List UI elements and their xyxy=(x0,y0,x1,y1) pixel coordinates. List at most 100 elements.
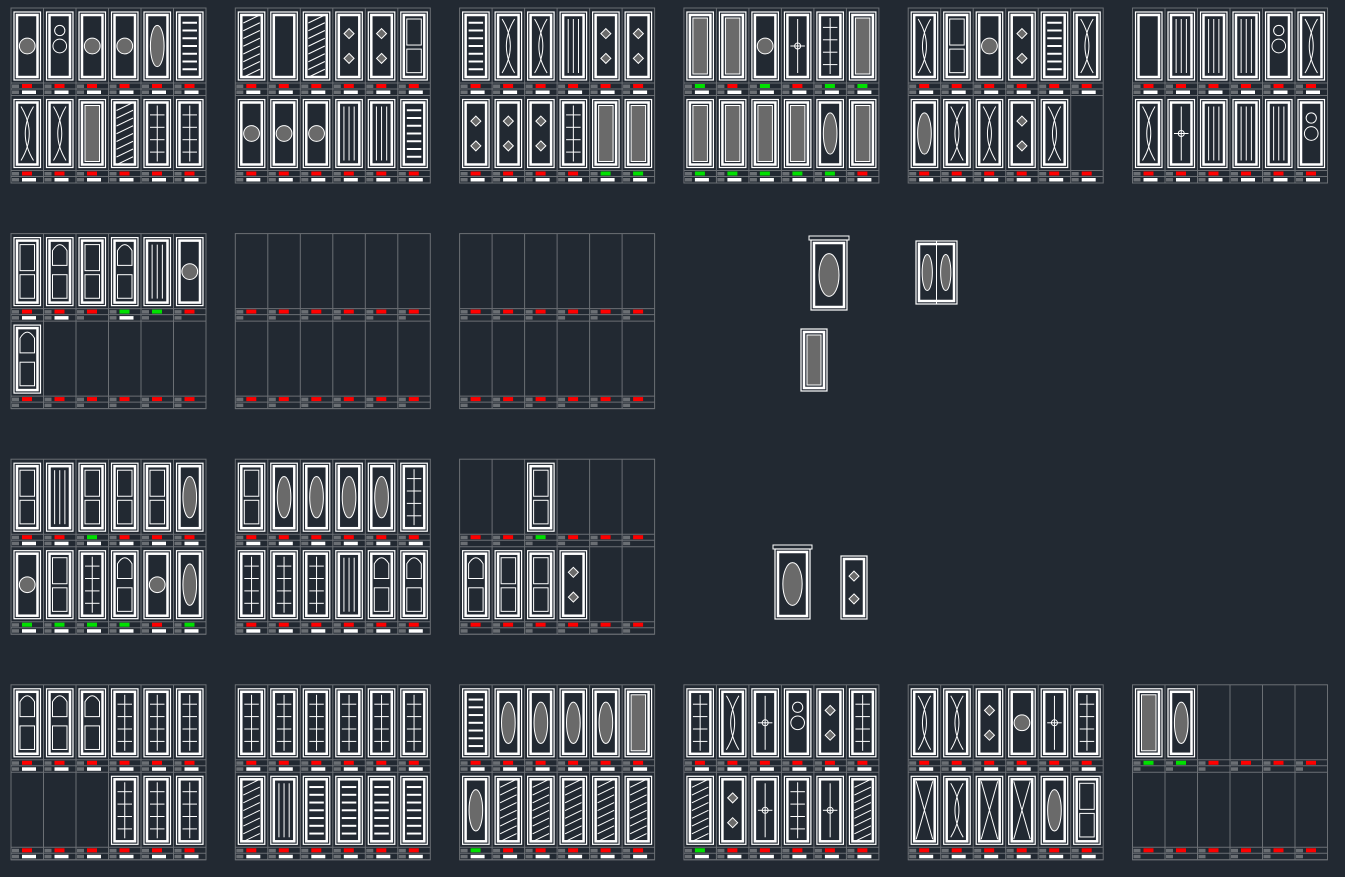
door-cell[interactable] xyxy=(1164,772,1186,860)
door-cell[interactable] xyxy=(524,546,555,635)
door-cell[interactable] xyxy=(108,95,139,184)
door-cell[interactable] xyxy=(556,8,588,96)
door-cell[interactable] xyxy=(1197,95,1228,184)
loose-door[interactable] xyxy=(808,235,850,311)
door-cell[interactable] xyxy=(1294,684,1316,773)
door-cell[interactable] xyxy=(267,684,298,773)
door-cell[interactable] xyxy=(556,684,588,773)
door-cell[interactable] xyxy=(173,684,204,773)
door-cell[interactable] xyxy=(491,321,514,409)
door-cell[interactable] xyxy=(1005,8,1036,96)
door-cell[interactable] xyxy=(621,684,653,773)
door-cell[interactable] xyxy=(556,459,579,547)
door-cell[interactable] xyxy=(1133,688,1163,771)
door-cell[interactable] xyxy=(267,233,289,322)
door-cell[interactable] xyxy=(364,321,387,409)
door-cell[interactable] xyxy=(780,95,812,184)
door-cell[interactable] xyxy=(972,95,1004,184)
door-cell[interactable] xyxy=(140,546,172,635)
door-cell[interactable] xyxy=(1037,8,1069,96)
door-cell[interactable] xyxy=(715,8,747,96)
door-cell[interactable] xyxy=(460,309,481,320)
door-cell[interactable] xyxy=(621,546,644,635)
door-cell[interactable] xyxy=(748,772,780,860)
door-cell[interactable] xyxy=(1005,95,1036,184)
door-cell[interactable] xyxy=(299,684,331,773)
door-cell[interactable] xyxy=(940,95,971,184)
door-cell[interactable] xyxy=(43,321,65,409)
door-cell[interactable] xyxy=(267,772,298,860)
door-cell[interactable] xyxy=(1229,95,1261,184)
door-cell[interactable] xyxy=(75,95,107,184)
door-cell[interactable] xyxy=(684,688,715,771)
door-cell[interactable] xyxy=(364,546,396,635)
door-cell[interactable] xyxy=(1164,684,1196,773)
door-cell[interactable] xyxy=(43,772,69,860)
door-cell[interactable] xyxy=(460,397,481,408)
door-cell[interactable] xyxy=(299,321,322,409)
door-cell[interactable] xyxy=(140,459,172,547)
door-cell[interactable] xyxy=(589,321,611,409)
door-cell[interactable] xyxy=(1070,8,1101,96)
door-cell[interactable] xyxy=(621,459,644,547)
door-cell[interactable] xyxy=(1262,772,1284,860)
door-cell[interactable] xyxy=(236,462,266,546)
door-cell[interactable] xyxy=(173,772,204,860)
loose-door[interactable] xyxy=(772,544,813,620)
door-cell[interactable] xyxy=(397,321,419,409)
loose-door[interactable] xyxy=(840,555,868,620)
door-cell[interactable] xyxy=(364,233,387,322)
door-cell[interactable] xyxy=(108,546,139,635)
door-cell[interactable] xyxy=(43,546,74,635)
door-cell[interactable] xyxy=(397,459,428,547)
door-cell[interactable] xyxy=(299,233,322,322)
door-cell[interactable] xyxy=(940,8,971,96)
door-cell[interactable] xyxy=(589,684,620,773)
door-cell[interactable] xyxy=(1197,772,1219,860)
door-cell[interactable] xyxy=(460,775,490,859)
door-cell[interactable] xyxy=(364,684,396,773)
door-cell[interactable] xyxy=(589,459,611,547)
door-cell[interactable] xyxy=(1262,95,1293,184)
door-cell[interactable] xyxy=(621,95,653,184)
door-cell[interactable] xyxy=(236,550,266,633)
door-cell[interactable] xyxy=(12,848,36,859)
door-cell[interactable] xyxy=(1133,848,1154,859)
door-cell[interactable] xyxy=(1070,95,1096,184)
door-cell[interactable] xyxy=(813,772,845,860)
door-cell[interactable] xyxy=(1229,8,1261,96)
door-cell[interactable] xyxy=(397,8,428,96)
door-cell[interactable] xyxy=(715,95,747,184)
door-cell[interactable] xyxy=(1070,772,1101,860)
door-cell[interactable] xyxy=(140,8,172,96)
door-cell[interactable] xyxy=(748,684,780,773)
door-cell[interactable] xyxy=(173,459,204,547)
door-cell[interactable] xyxy=(267,459,298,547)
door-cell[interactable] xyxy=(12,11,42,94)
loose-door[interactable] xyxy=(800,328,828,392)
door-cell[interactable] xyxy=(236,309,257,320)
door-cell[interactable] xyxy=(173,8,204,96)
door-cell[interactable] xyxy=(267,95,298,184)
door-cell[interactable] xyxy=(140,772,172,860)
door-cell[interactable] xyxy=(173,546,204,635)
door-cell[interactable] xyxy=(589,95,620,184)
door-cell[interactable] xyxy=(1005,772,1036,860)
door-cell[interactable] xyxy=(267,8,298,96)
door-cell[interactable] xyxy=(267,546,298,635)
door-cell[interactable] xyxy=(397,546,428,635)
door-cell[interactable] xyxy=(397,772,428,860)
door-cell[interactable] xyxy=(748,8,780,96)
door-cell[interactable] xyxy=(1262,8,1293,96)
door-cell[interactable] xyxy=(491,546,523,635)
door-cell[interactable] xyxy=(364,459,396,547)
door-cell[interactable] xyxy=(460,535,481,546)
door-cell[interactable] xyxy=(332,233,354,322)
door-cell[interactable] xyxy=(267,321,289,409)
door-cell[interactable] xyxy=(43,233,74,322)
door-cell[interactable] xyxy=(972,772,1004,860)
door-cell[interactable] xyxy=(556,546,588,635)
door-cell[interactable] xyxy=(1294,772,1316,860)
door-cell[interactable] xyxy=(397,684,428,773)
door-cell[interactable] xyxy=(1294,95,1326,184)
